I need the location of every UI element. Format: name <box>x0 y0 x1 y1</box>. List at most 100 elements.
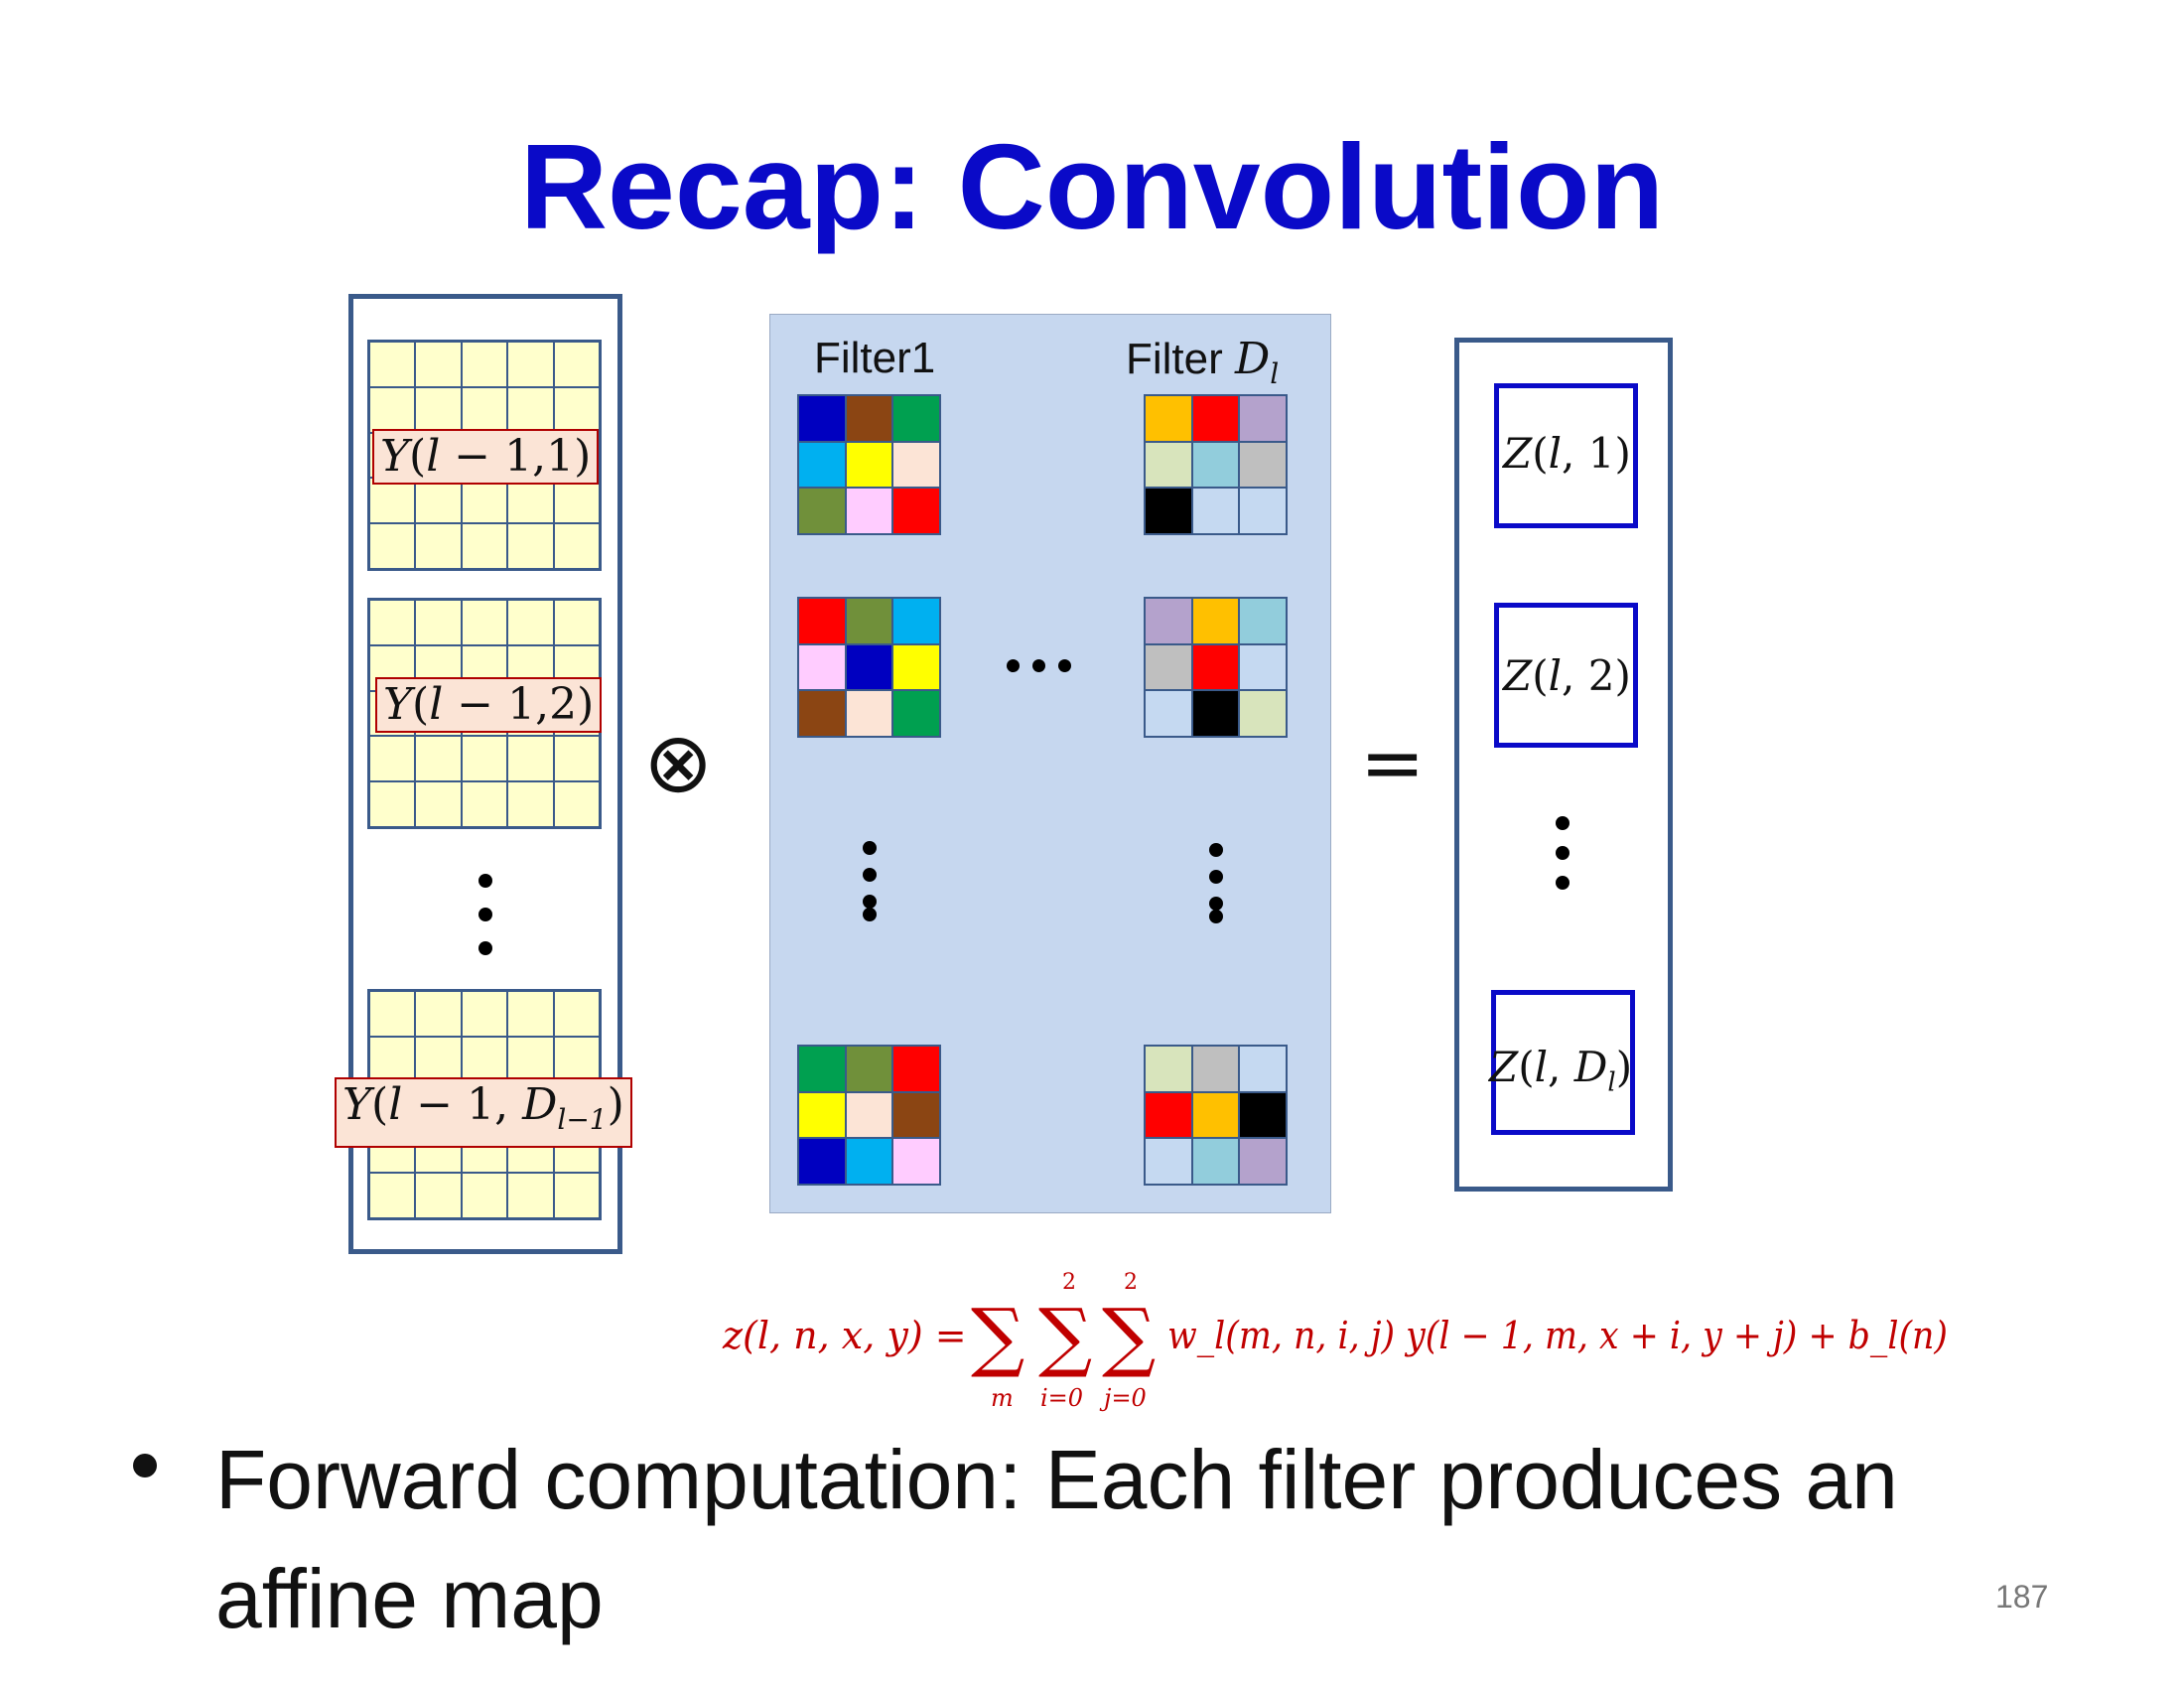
filter-cell <box>1146 1092 1191 1138</box>
vertical-ellipsis-dot <box>1556 846 1570 860</box>
filter-cell <box>1240 691 1286 736</box>
filter-cell <box>1240 489 1286 533</box>
filter-cell <box>799 489 845 533</box>
vertical-ellipsis-dot <box>863 868 877 882</box>
filter-cell <box>893 1047 939 1091</box>
vertical-ellipsis-dot <box>863 895 877 909</box>
bullet-line-2: affine map <box>215 1552 604 1645</box>
vertical-ellipsis-dot <box>478 941 492 955</box>
filter-1-channel-1 <box>797 394 941 535</box>
filter-cell <box>799 1047 845 1091</box>
input-label-last: Y(l − 1, Dl−1) <box>335 1077 632 1148</box>
vertical-ellipsis-dot <box>1209 843 1223 857</box>
bullet-line-1: Forward computation: Each filter produce… <box>215 1433 1898 1526</box>
filter-cell <box>893 599 939 643</box>
filter-cell <box>799 1139 845 1184</box>
input-maps-panel <box>348 294 622 1254</box>
vertical-ellipsis-dot <box>863 841 877 855</box>
filter-cell <box>1240 396 1286 441</box>
filter-cell <box>846 442 892 488</box>
filter-cell <box>846 1139 892 1184</box>
output-map-last <box>1491 990 1635 1135</box>
filter-cell <box>799 1092 845 1138</box>
filter-cell <box>1192 644 1239 690</box>
filter-cell <box>1146 1047 1191 1091</box>
filter-cell <box>846 691 892 736</box>
filter-cell <box>1240 442 1286 488</box>
vertical-ellipsis-dot <box>1209 910 1223 923</box>
filter-cell <box>893 1139 939 1184</box>
filter-cell <box>846 396 892 441</box>
filter-cell <box>893 691 939 736</box>
filter-cell <box>1146 691 1191 736</box>
filter-cell <box>1146 1139 1191 1184</box>
equals-sign: = <box>1360 719 1426 808</box>
horizontal-ellipsis-dot <box>1007 659 1020 672</box>
filter-cell <box>1192 1139 1239 1184</box>
vertical-ellipsis-dot <box>1209 870 1223 884</box>
vertical-ellipsis-dot <box>478 908 492 921</box>
filter-cell <box>1192 396 1239 441</box>
convolution-operator: ⊗ <box>643 714 714 811</box>
sum-sign-1: ∑ <box>971 1292 1024 1380</box>
bullet-point <box>133 1454 157 1477</box>
filter-cell <box>1192 599 1239 643</box>
filter-cell <box>1192 489 1239 533</box>
output-label-last: Z(l, Dl) <box>1489 1043 1633 1098</box>
filter-cell <box>893 644 939 690</box>
formula-rhs: w_l(m, n, i, j) y(l − 1, m, x + i, y + j… <box>1167 1314 1948 1358</box>
filter-last-channel-1 <box>1144 394 1288 535</box>
filter-cell <box>1240 1139 1286 1184</box>
filter-cell <box>799 599 845 643</box>
sum-2-lower: i=0 <box>1040 1384 1083 1412</box>
sum-3-lower: j=0 <box>1099 1384 1147 1412</box>
output-label-1: Z(l, 1) <box>1503 429 1631 478</box>
filter-cell <box>1146 644 1191 690</box>
sum-sign-2: ∑ <box>1038 1292 1092 1380</box>
sum-2-upper: 2 <box>1062 1270 1076 1295</box>
vertical-ellipsis-dot <box>863 908 877 921</box>
vertical-ellipsis-dot <box>478 874 492 888</box>
filter-1-channel-last <box>797 1045 941 1186</box>
output-map-2 <box>1494 603 1638 748</box>
filter-cell <box>893 442 939 488</box>
filter-cell <box>1146 489 1191 533</box>
filter-cell <box>846 599 892 643</box>
filter-cell <box>799 691 845 736</box>
filter-cell <box>893 396 939 441</box>
filter-last-channel-last <box>1144 1045 1288 1186</box>
filter-cell <box>1146 396 1191 441</box>
formula-lhs: z(l, n, x, y) = <box>722 1314 967 1357</box>
filter-1-channel-2 <box>797 597 941 738</box>
filter-cell <box>1192 442 1239 488</box>
vertical-ellipsis-dot <box>1209 897 1223 911</box>
vertical-ellipsis-dot <box>1556 816 1570 830</box>
filter-cell <box>1146 442 1191 488</box>
filter-cell <box>1240 1092 1286 1138</box>
horizontal-ellipsis-dot <box>1058 659 1071 672</box>
input-label-2: Y(l − 1,2) <box>375 677 603 733</box>
output-map-1 <box>1494 383 1638 528</box>
vertical-ellipsis-dot <box>1556 876 1570 890</box>
slide-title: Recap: Convolution <box>519 119 1665 254</box>
formula-svg: z(l, n, x, y) = ∑ m ∑ 2 i=0 ∑ 2 j=0 w_l(… <box>722 1270 1948 1412</box>
filter-cell <box>1192 691 1239 736</box>
sum-sign-3: ∑ <box>1102 1292 1156 1380</box>
filter-last-channel-2 <box>1144 597 1288 738</box>
filter-cell <box>799 644 845 690</box>
filter-last-label: Filter Dl <box>1126 334 1280 390</box>
sum-3-upper: 2 <box>1124 1270 1138 1295</box>
horizontal-ellipsis-dot <box>1032 659 1045 672</box>
filter-cell <box>1146 599 1191 643</box>
filter-cell <box>1192 1092 1239 1138</box>
input-label-1: Y(l − 1,1) <box>372 429 600 485</box>
filter-cell <box>1240 644 1286 690</box>
filter-cell <box>893 1092 939 1138</box>
page-number: 187 <box>1995 1579 2049 1615</box>
filter-cell <box>846 1047 892 1091</box>
filter-1-label: Filter1 <box>814 334 936 382</box>
filter-cell <box>1240 599 1286 643</box>
filter-cell <box>846 489 892 533</box>
filter-cell <box>799 442 845 488</box>
filter-cell <box>846 1092 892 1138</box>
